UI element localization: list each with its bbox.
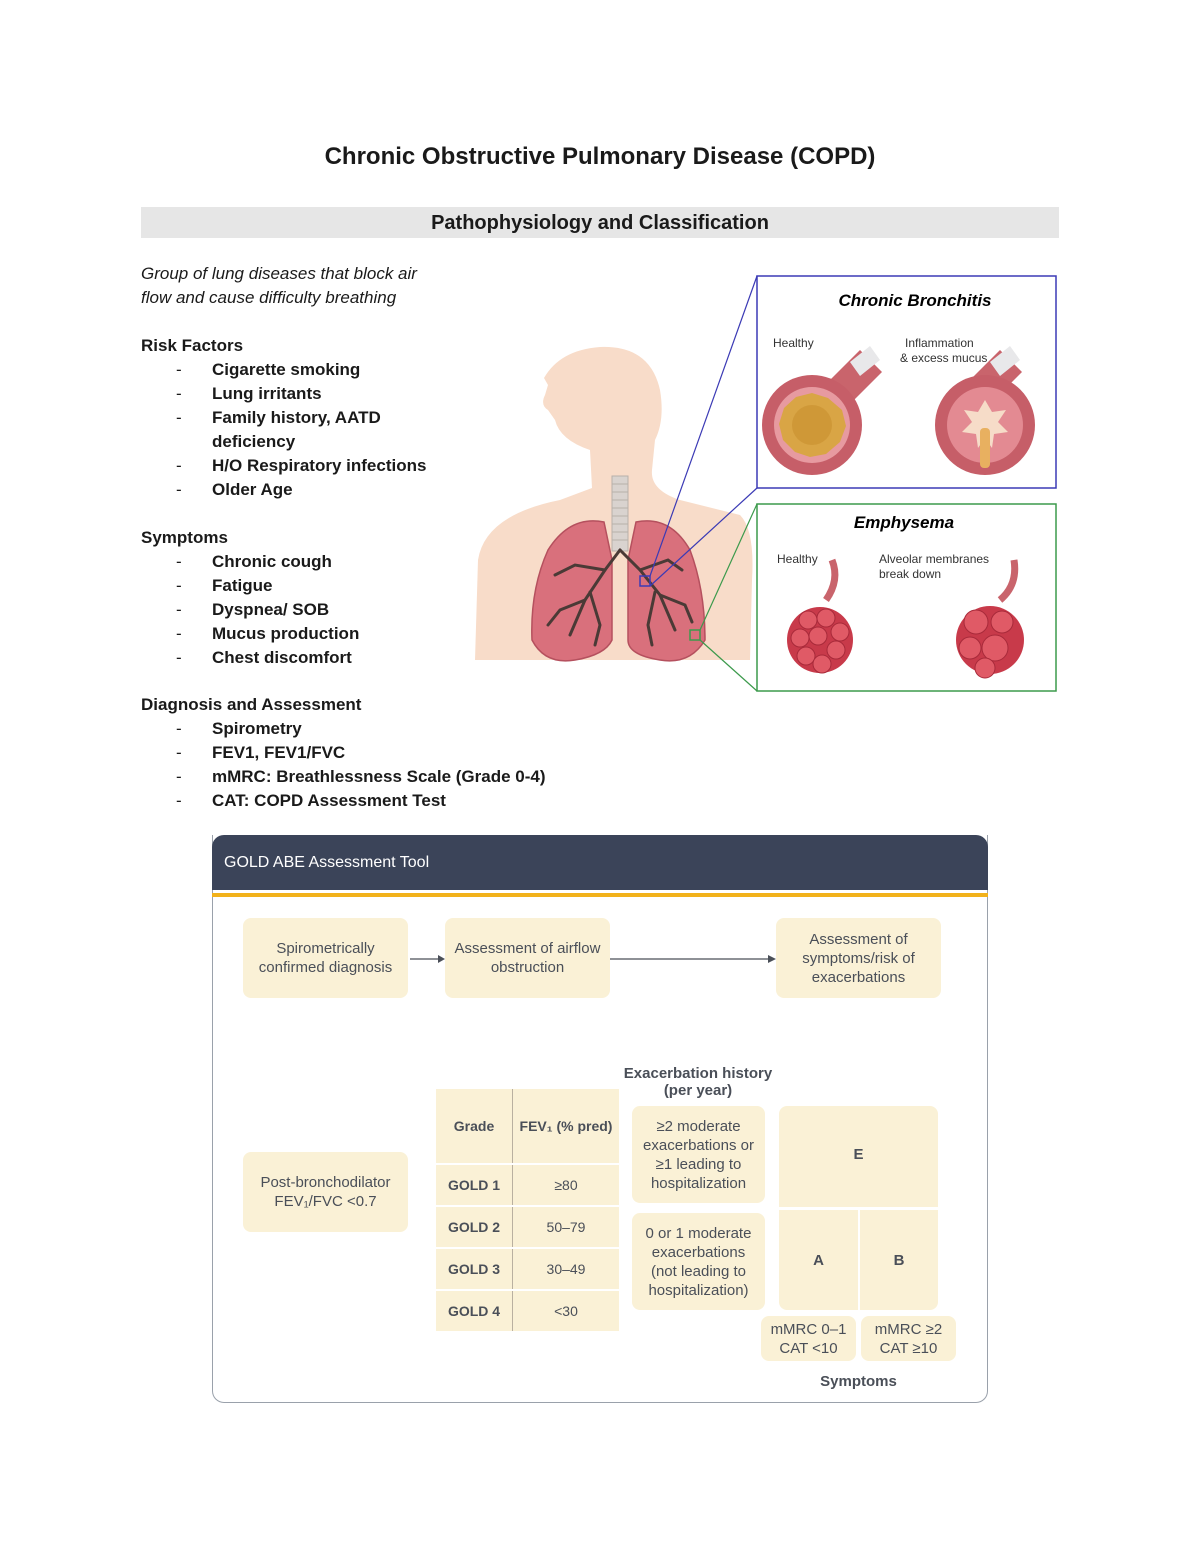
bronchitis-title: Chronic Bronchitis [838,291,991,310]
copd-illustration: Chronic Bronchitis Healthy Inflammation … [475,275,1057,692]
inflamed-airway-image [935,346,1035,475]
table-row: GOLD 4 <30 [436,1289,619,1331]
list-item: Older Age [141,478,426,502]
table-header: FEV₁ (% pred) [519,1118,613,1134]
list-item: Fatigue [141,574,359,598]
risk-factors-heading: Risk Factors [141,336,244,355]
section-heading: Pathophysiology and Classification [141,207,1059,238]
list-item: Cigarette smoking [141,358,426,382]
bronchitis-healthy-label: Healthy [773,336,814,350]
emphysema-healthy-label: Healthy [777,552,818,566]
symptoms-section: Symptoms Chronic cough Fatigue Dyspnea/ … [141,526,359,670]
list-item: Lung irritants [141,382,426,406]
emphysema-zoom-marker [689,629,701,641]
diagnosis-heading: Diagnosis and Assessment [141,695,362,714]
diagnosis-section: Diagnosis and Assessment Spirometry FEV1… [141,693,546,813]
exacerbation-low-box: 0 or 1 moderate exacerbations (not leadi… [632,1213,765,1310]
list-item: Spirometry [141,717,546,741]
list-item: Mucus production [141,622,359,646]
table-cell: 50–79 [512,1205,619,1248]
group-a-box: A [779,1210,858,1310]
table-cell: GOLD 4 [436,1289,513,1331]
list-item-continuation: deficiency [212,432,296,451]
bronchitis-diseased-label-1: Inflammation [905,336,974,350]
list-item: Chest discomfort [141,646,359,670]
table-cell: <30 [512,1289,619,1331]
bronchitis-diseased-label-2: & excess mucus [900,351,987,365]
group-b-box: B [860,1210,938,1310]
emphysema-diseased-label-1: Alveolar membranes [879,552,989,566]
list-item: mMRC: Breathlessness Scale (Grade 0-4) [141,765,546,789]
table-cell: GOLD 1 [436,1163,513,1206]
table-header: Grade [436,1089,513,1164]
table-row: GOLD 2 50–79 [436,1205,619,1248]
healthy-airway-image [762,346,882,475]
healthy-alveoli-image [787,558,853,674]
table-cell: GOLD 3 [436,1247,513,1290]
gold-tool-header: GOLD ABE Assessment Tool [212,835,988,890]
symptoms-heading: Symptoms [141,528,228,547]
flow-arrows [410,955,776,963]
risk-factors-section: Risk Factors Cigarette smoking Lung irri… [141,334,426,502]
page-title: Chronic Obstructive Pulmonary Disease (C… [324,143,876,170]
table-row: GOLD 1 ≥80 [436,1163,619,1206]
list-item: FEV1, FEV1/FVC [141,741,546,765]
flow-step-symptoms-risk: Assessment of symptoms/risk of exacerbat… [776,918,941,998]
list-item: Dyspnea/ SOB [141,598,359,622]
exacerbation-high-box: ≥2 moderate exacerbations or ≥1 leading … [632,1106,765,1203]
list-item: Family history, AATD [141,406,426,430]
gold-tool-accent-rule [212,893,988,897]
table-cell: 30–49 [512,1247,619,1290]
flow-step-diagnosis: Spirometrically confirmed diagnosis [243,918,408,998]
list-item: CAT: COPD Assessment Test [141,789,546,813]
intro-text: Group of lung diseases that block air fl… [141,262,471,310]
exacerbation-history-title: Exacerbation history (per year) [623,1065,773,1099]
intro-line: Group of lung diseases that block air [141,264,417,283]
emphysema-title: Emphysema [854,513,954,532]
intro-line: flow and cause difficulty breathing [141,288,397,307]
list-item: Chronic cough [141,550,359,574]
table-row: GOLD 3 30–49 [436,1247,619,1290]
group-e-box: E [779,1106,938,1207]
bronchial-tree [546,548,694,647]
emphysema-diseased-label-2: break down [879,567,941,581]
table-cell: GOLD 2 [436,1205,513,1248]
left-lung [531,520,613,662]
gold-tool-frame [212,835,988,1403]
list-item: H/O Respiratory infections [141,454,426,478]
symptoms-axis-label: Symptoms [820,1373,897,1390]
table-cell: ≥80 [512,1163,619,1206]
post-bronchodilator-box: Post-bronchodilator FEV₁/FVC <0.7 [243,1152,408,1232]
bronchitis-zoom-marker [639,575,651,587]
flow-step-airflow: Assessment of airflow obstruction [445,918,610,998]
damaged-alveoli-image [956,559,1024,679]
gold-grade-table: Grade FEV₁ (% pred) GOLD 1 ≥80 GOLD 2 50… [436,1089,619,1331]
